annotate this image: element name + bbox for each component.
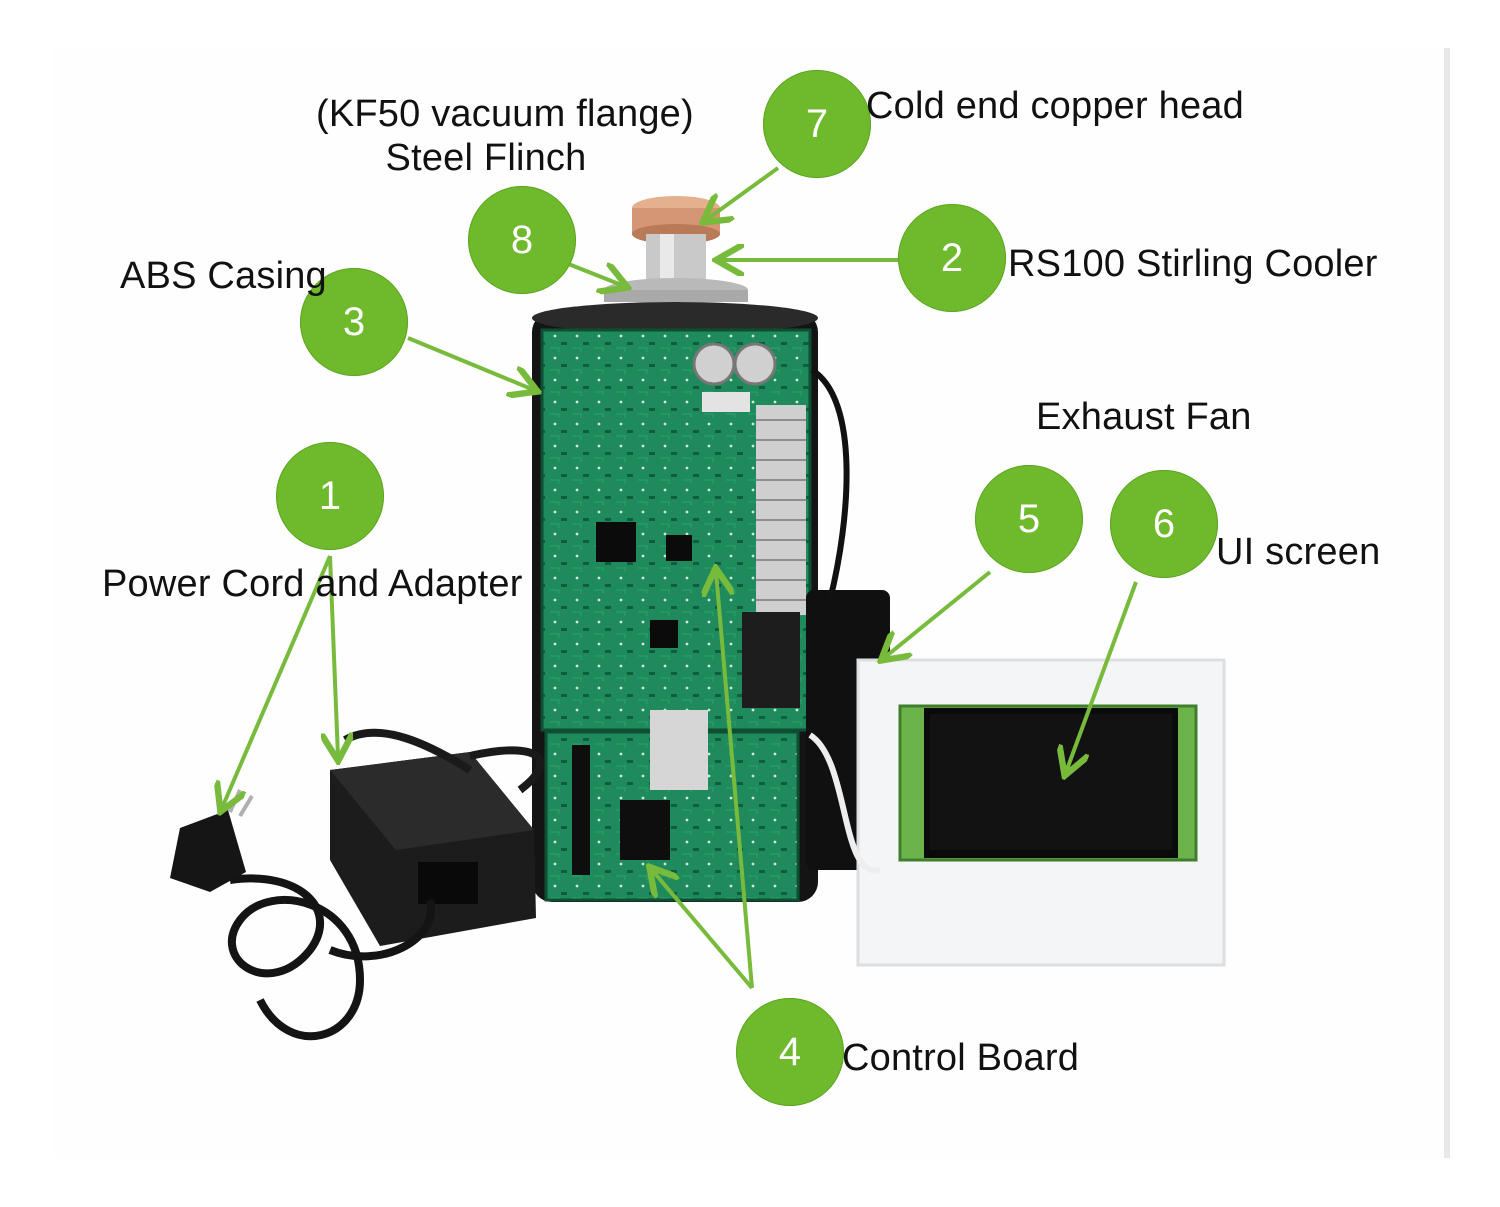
arrow-8 xyxy=(565,261,624,286)
label-power-cord-and-adapter: Power Cord and Adapter xyxy=(102,563,523,605)
callout-marker-4: 4 xyxy=(736,998,844,1106)
callout-arrows xyxy=(222,166,1138,990)
label-control-board: Control Board xyxy=(842,1037,1080,1079)
callout-marker-5: 5 xyxy=(975,465,1083,573)
ui-screen-device xyxy=(808,658,1226,967)
callout-marker-8: 8 xyxy=(468,186,576,294)
arrow-4b xyxy=(716,572,754,989)
label-cold-end-copper-head: Cold end copper head xyxy=(866,85,1244,127)
lower-pcb xyxy=(544,710,800,902)
label-kf50-vacuum-flange: (KF50 vacuum flange) xyxy=(316,93,694,135)
steel-flange xyxy=(604,234,748,302)
arrow-7 xyxy=(706,166,780,220)
label-exhaust-fan: Exhaust Fan xyxy=(1036,396,1252,438)
label-rs100-stirling-cooler: RS100 Stirling Cooler xyxy=(1008,243,1378,285)
callout-marker-7: 7 xyxy=(763,70,871,178)
upper-pcb xyxy=(540,328,812,732)
arrow-1a xyxy=(222,555,332,808)
arrow-4a xyxy=(652,870,754,990)
arrow-3 xyxy=(407,336,534,390)
callout-marker-6: 6 xyxy=(1110,470,1218,578)
power-adapter xyxy=(330,728,545,946)
callout-marker-1: 1 xyxy=(276,442,384,550)
callout-marker-3: 3 xyxy=(300,268,408,376)
label-abs-casing: ABS Casing xyxy=(120,255,327,297)
arrow-5 xyxy=(884,570,992,658)
arrow-6 xyxy=(1066,581,1138,772)
power-cord xyxy=(170,789,436,1041)
label-ui-screen: UI screen xyxy=(1216,531,1381,573)
callout-marker-2: 2 xyxy=(898,204,1006,312)
arrow-1b xyxy=(330,555,338,757)
label-steel-flinch: Steel Flinch xyxy=(385,137,587,179)
